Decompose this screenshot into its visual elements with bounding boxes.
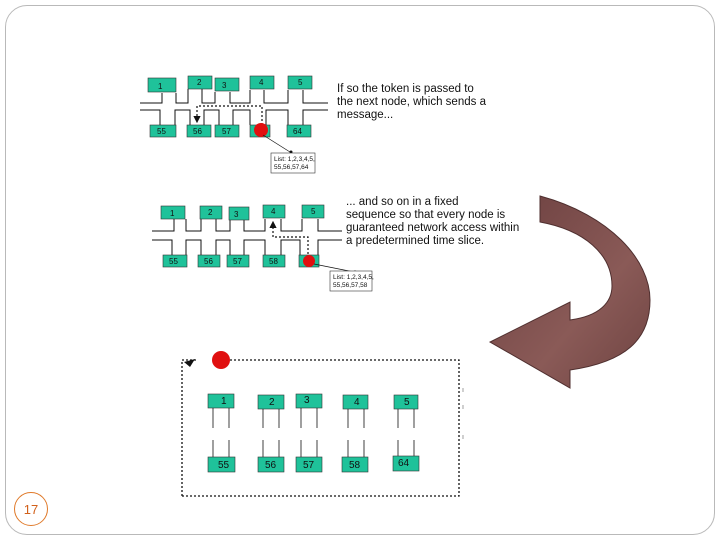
node-box [392, 455, 420, 472]
list-text: 55,56,57,64 [274, 164, 309, 171]
node-box [301, 204, 325, 219]
node-label: 1 [170, 209, 175, 218]
curved-arrow-icon [488, 195, 651, 389]
token-path [269, 220, 309, 254]
d3-bottom-nodes: 55 56 57 58 64 [207, 455, 420, 473]
node-box [199, 205, 223, 220]
node-box [257, 456, 285, 473]
drop-lines [212, 408, 415, 428]
node-label: 57 [222, 127, 231, 136]
node-label: 3 [222, 81, 227, 90]
d3-top-nodes: 1 2 3 4 5 [207, 393, 419, 410]
node-label: 3 [304, 395, 310, 406]
token-path [193, 105, 263, 125]
node-box [249, 75, 275, 90]
node-label: 55 [218, 460, 230, 471]
drop-lines [212, 440, 415, 458]
node-box [393, 394, 419, 410]
caption-line: sequence so that every node is [346, 209, 505, 221]
node-box [207, 456, 236, 473]
slide-frame [5, 5, 715, 535]
list-box [329, 270, 373, 292]
node-label: 4 [354, 397, 360, 408]
node-label: 5 [311, 207, 316, 216]
node-label: 58 [269, 257, 278, 266]
bus-line-top [140, 89, 328, 104]
node-label: 64 [398, 458, 410, 469]
list-text: List: 1,2,3,4,5, [274, 156, 315, 163]
node-label: 57 [233, 257, 242, 266]
node-label: 4 [271, 207, 276, 216]
token-icon [212, 351, 230, 369]
caption-line: guaranteed network access within [346, 222, 519, 234]
node-label: 4 [259, 78, 264, 87]
node-label: 1 [221, 396, 227, 407]
node-box [160, 205, 186, 220]
caption-line: ... and so on in a fixed [346, 196, 459, 208]
node-label: 2 [197, 78, 202, 87]
node-box [149, 124, 177, 138]
token-icon [303, 255, 315, 267]
node-box [207, 393, 235, 409]
node-box [262, 254, 286, 268]
d1-top-nodes: 1 2 3 4 5 [147, 75, 313, 93]
node-label: 64 [293, 127, 302, 136]
node-box [342, 394, 369, 410]
node-box [286, 124, 312, 138]
caption-line: If so the token is passed to [337, 83, 474, 95]
node-label: 57 [303, 460, 315, 471]
token-icon [254, 123, 268, 137]
node-box [228, 206, 250, 221]
node-label: 55 [169, 257, 178, 266]
node-box [341, 456, 369, 473]
diagram-1: 1 2 3 4 5 55 56 57 58 64 List [140, 75, 487, 174]
node-box [226, 254, 250, 268]
list-text: 55,56,57,58 [333, 282, 368, 289]
node-box [262, 204, 286, 219]
caption-line: a predetermined time slice. [346, 235, 484, 247]
d1-bottom-nodes: 55 56 57 58 64 [149, 124, 312, 138]
node-label: 3 [234, 210, 239, 219]
node-box [287, 75, 313, 90]
bus-line-bottom [140, 109, 328, 125]
caption-line: the next node, which sends a [337, 96, 487, 108]
page-number-badge: 17 [14, 492, 48, 526]
diagram-2: 1 2 3 4 5 55 56 57 58 64 List: 1,2,3,4, [152, 196, 519, 292]
node-box [214, 124, 240, 138]
node-label: 56 [204, 257, 213, 266]
bus-line-bottom [152, 239, 342, 255]
node-box [295, 456, 323, 473]
node-box [186, 124, 212, 138]
diagram-3: 1 2 3 4 5 55 56 57 58 64 [181, 351, 464, 497]
node-box [295, 393, 323, 409]
node-label: 1 [158, 82, 163, 91]
node-label: 2 [269, 397, 275, 408]
node-label: 5 [404, 397, 410, 408]
caption-line: message... [337, 109, 393, 121]
ring-path [182, 359, 460, 497]
node-box [257, 394, 285, 410]
node-box [197, 254, 221, 268]
node-label: 5 [298, 78, 303, 87]
d2-top-nodes: 1 2 3 4 5 [160, 204, 325, 221]
node-label: 56 [193, 127, 202, 136]
node-box [147, 77, 177, 93]
list-box [270, 152, 316, 174]
ring-path [181, 359, 196, 496]
node-box [162, 254, 188, 268]
bus-line-top [152, 219, 342, 232]
list-pointer [313, 263, 355, 273]
list-text: List: 1,2,3,4,5, [333, 274, 374, 281]
d2-bottom-nodes: 55 56 57 58 64 [162, 254, 320, 268]
node-box [214, 77, 240, 92]
node-label: 56 [265, 460, 277, 471]
node-label: 2 [208, 208, 213, 217]
node-box [187, 75, 213, 90]
node-label: 58 [349, 460, 361, 471]
node-label: 55 [157, 127, 166, 136]
list-pointer [262, 134, 291, 153]
